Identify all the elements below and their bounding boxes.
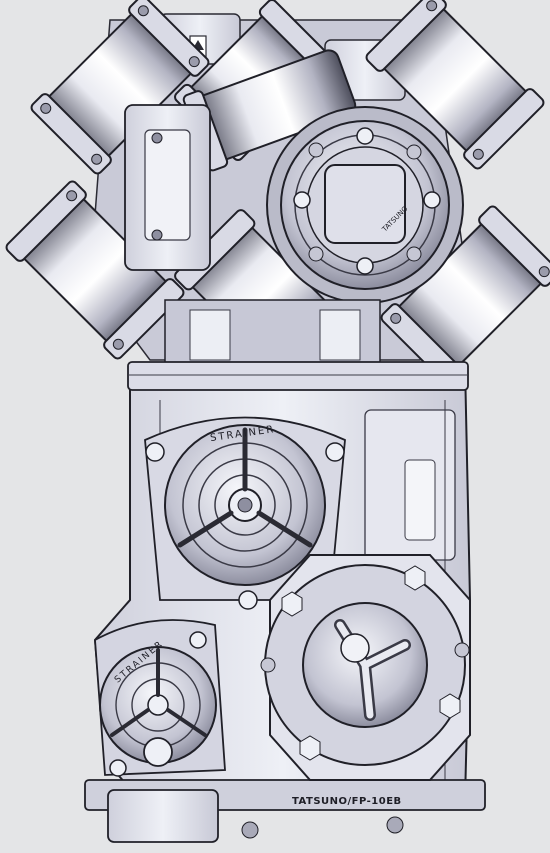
strainer-bolt (325, 442, 345, 462)
bracket-slot (144, 129, 191, 241)
meter-bolt (356, 127, 374, 145)
strainer-bolt (189, 631, 207, 649)
strainer-bolt (145, 442, 165, 462)
pump-top-flange (127, 361, 469, 391)
flange-hex-bolt (439, 693, 461, 719)
cylinder-upper-right (365, 0, 545, 170)
lower-strainer: STRAINER (94, 619, 226, 777)
meter-bolt (356, 257, 374, 275)
lower-strainer-plug (143, 737, 173, 767)
flange-hex-bolt (281, 591, 303, 617)
cylinder-lower-left (5, 180, 185, 360)
strainer-bolt (238, 590, 258, 610)
meter-block: TATSUNO (5, 0, 550, 385)
meter-bolt (308, 246, 324, 262)
meter-encoder: TATSUNO (266, 106, 464, 304)
meter-bolt (406, 246, 422, 262)
meter-bolt (406, 144, 422, 160)
model-nameplate: TATSUNO/FP-10EB (292, 796, 402, 807)
upper-strainer: STRAINER (144, 416, 346, 610)
meter-cap (324, 164, 406, 244)
cylinder-upper-left (30, 0, 210, 175)
motor-flange (260, 554, 471, 781)
flange-hex-bolt (299, 735, 321, 761)
flange-hex-bolt (404, 565, 426, 591)
meter-bolt (423, 191, 441, 209)
outlet-port (107, 789, 219, 843)
cylinder-lower-right (380, 205, 550, 385)
strainer-bolt (109, 759, 127, 777)
meter-bolt (308, 142, 324, 158)
meter-bolt (293, 191, 311, 209)
